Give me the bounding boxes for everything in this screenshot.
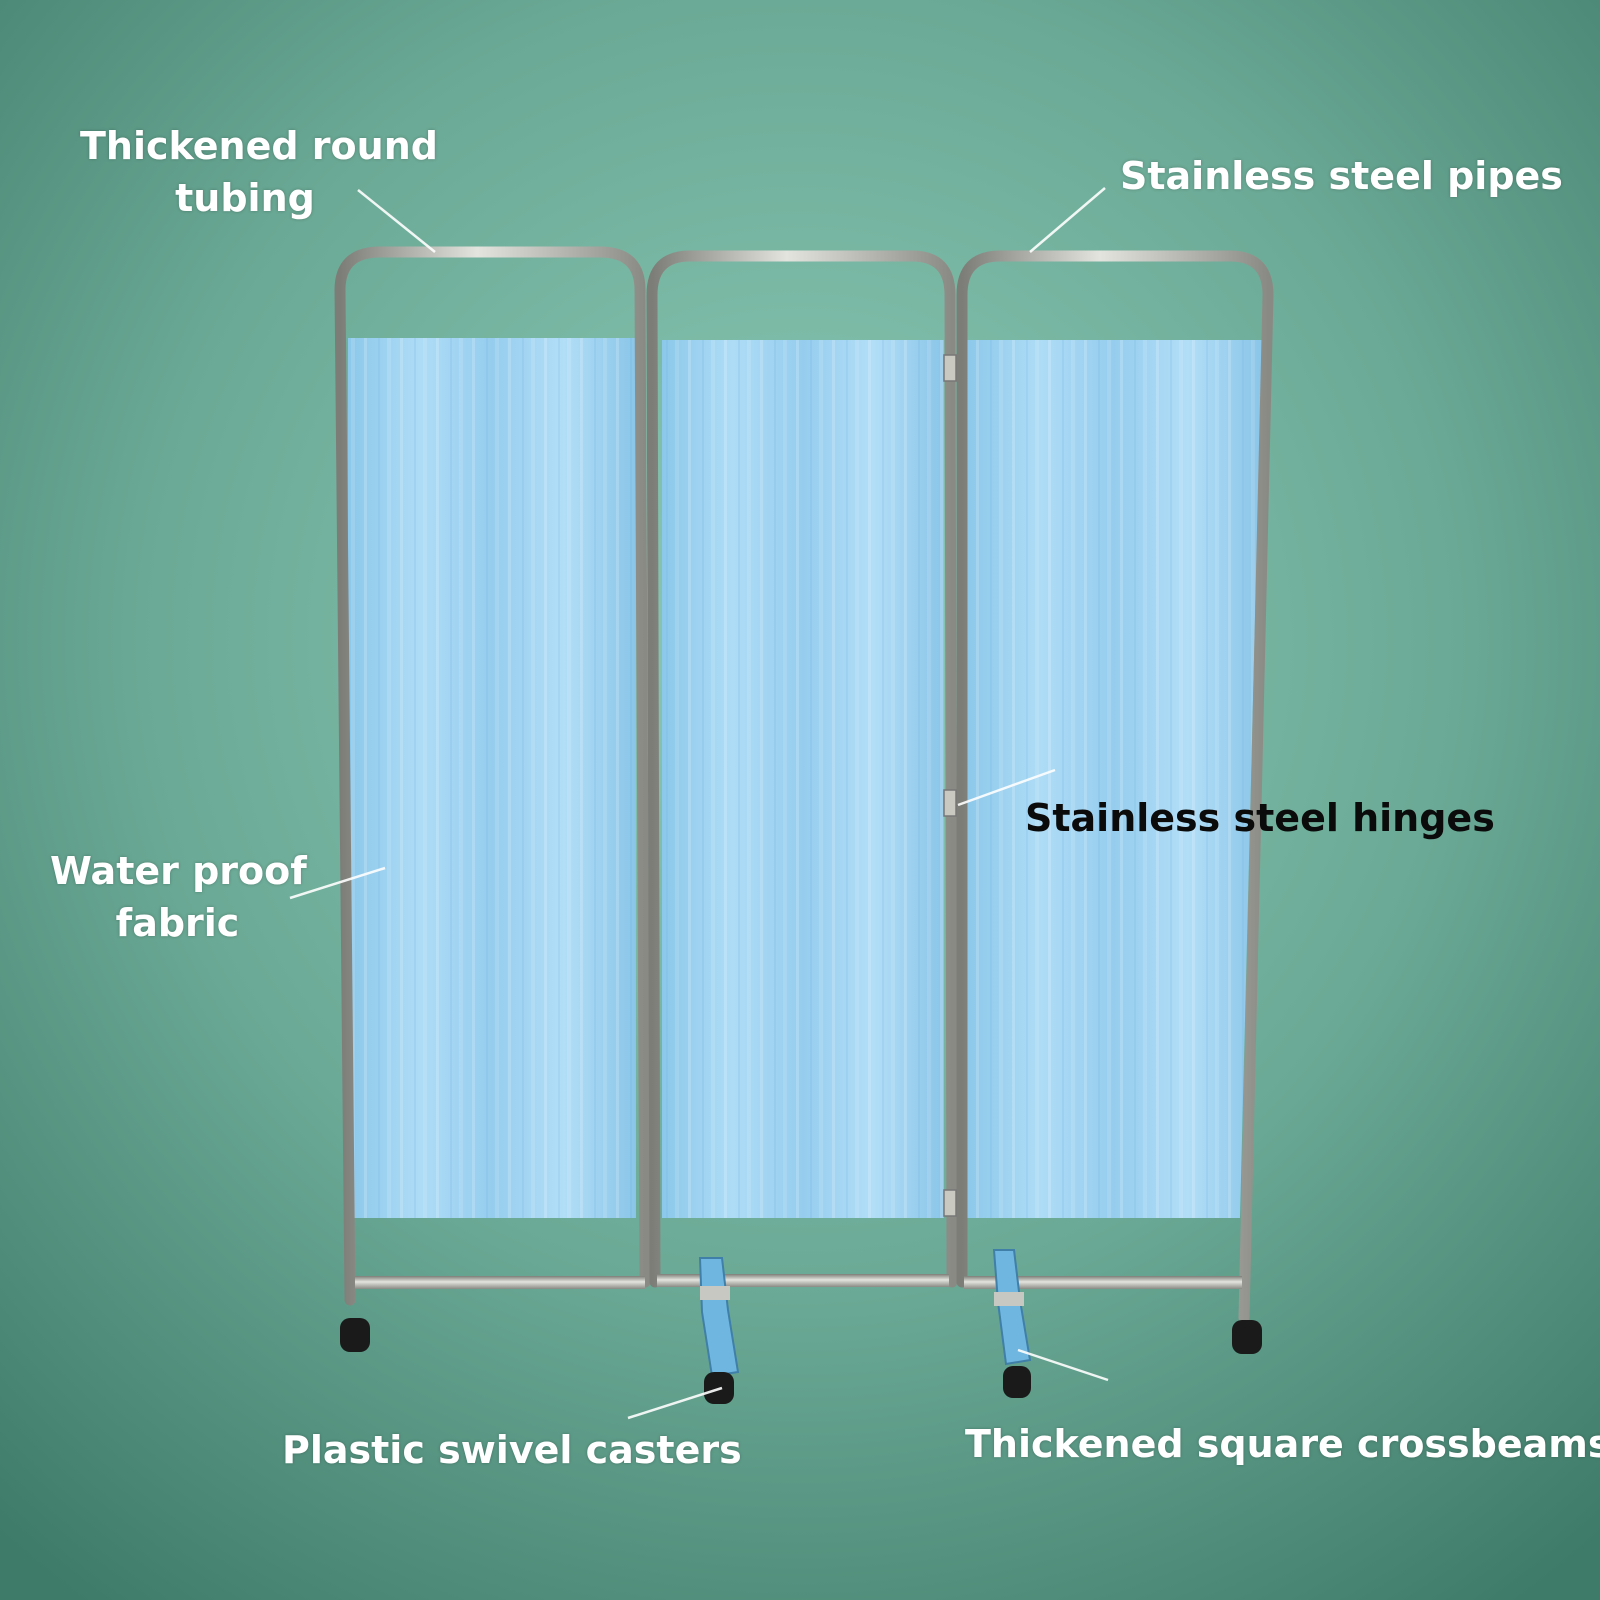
frame-pipes <box>334 246 1274 1324</box>
fabric-panels <box>348 338 1262 1218</box>
label-stainless-steel-pipes: Stainless steel pipes <box>1120 154 1563 198</box>
label-thickened-round-tubing: Thickened round tubing <box>80 124 438 220</box>
label-stainless-steel-hinges: Stainless steel hinges <box>1025 796 1495 840</box>
label-water-proof-fabric: Water proof fabric <box>50 849 307 945</box>
leader-lines <box>289 187 1109 1420</box>
label-thickened-square-crossbeams: Thickened square crossbeams <box>965 1422 1600 1466</box>
caster-brackets <box>698 1249 1032 1378</box>
label-plastic-swivel-casters: Plastic swivel casters <box>282 1428 742 1472</box>
hinges <box>943 354 957 1217</box>
crossbeams <box>355 1274 1242 1289</box>
